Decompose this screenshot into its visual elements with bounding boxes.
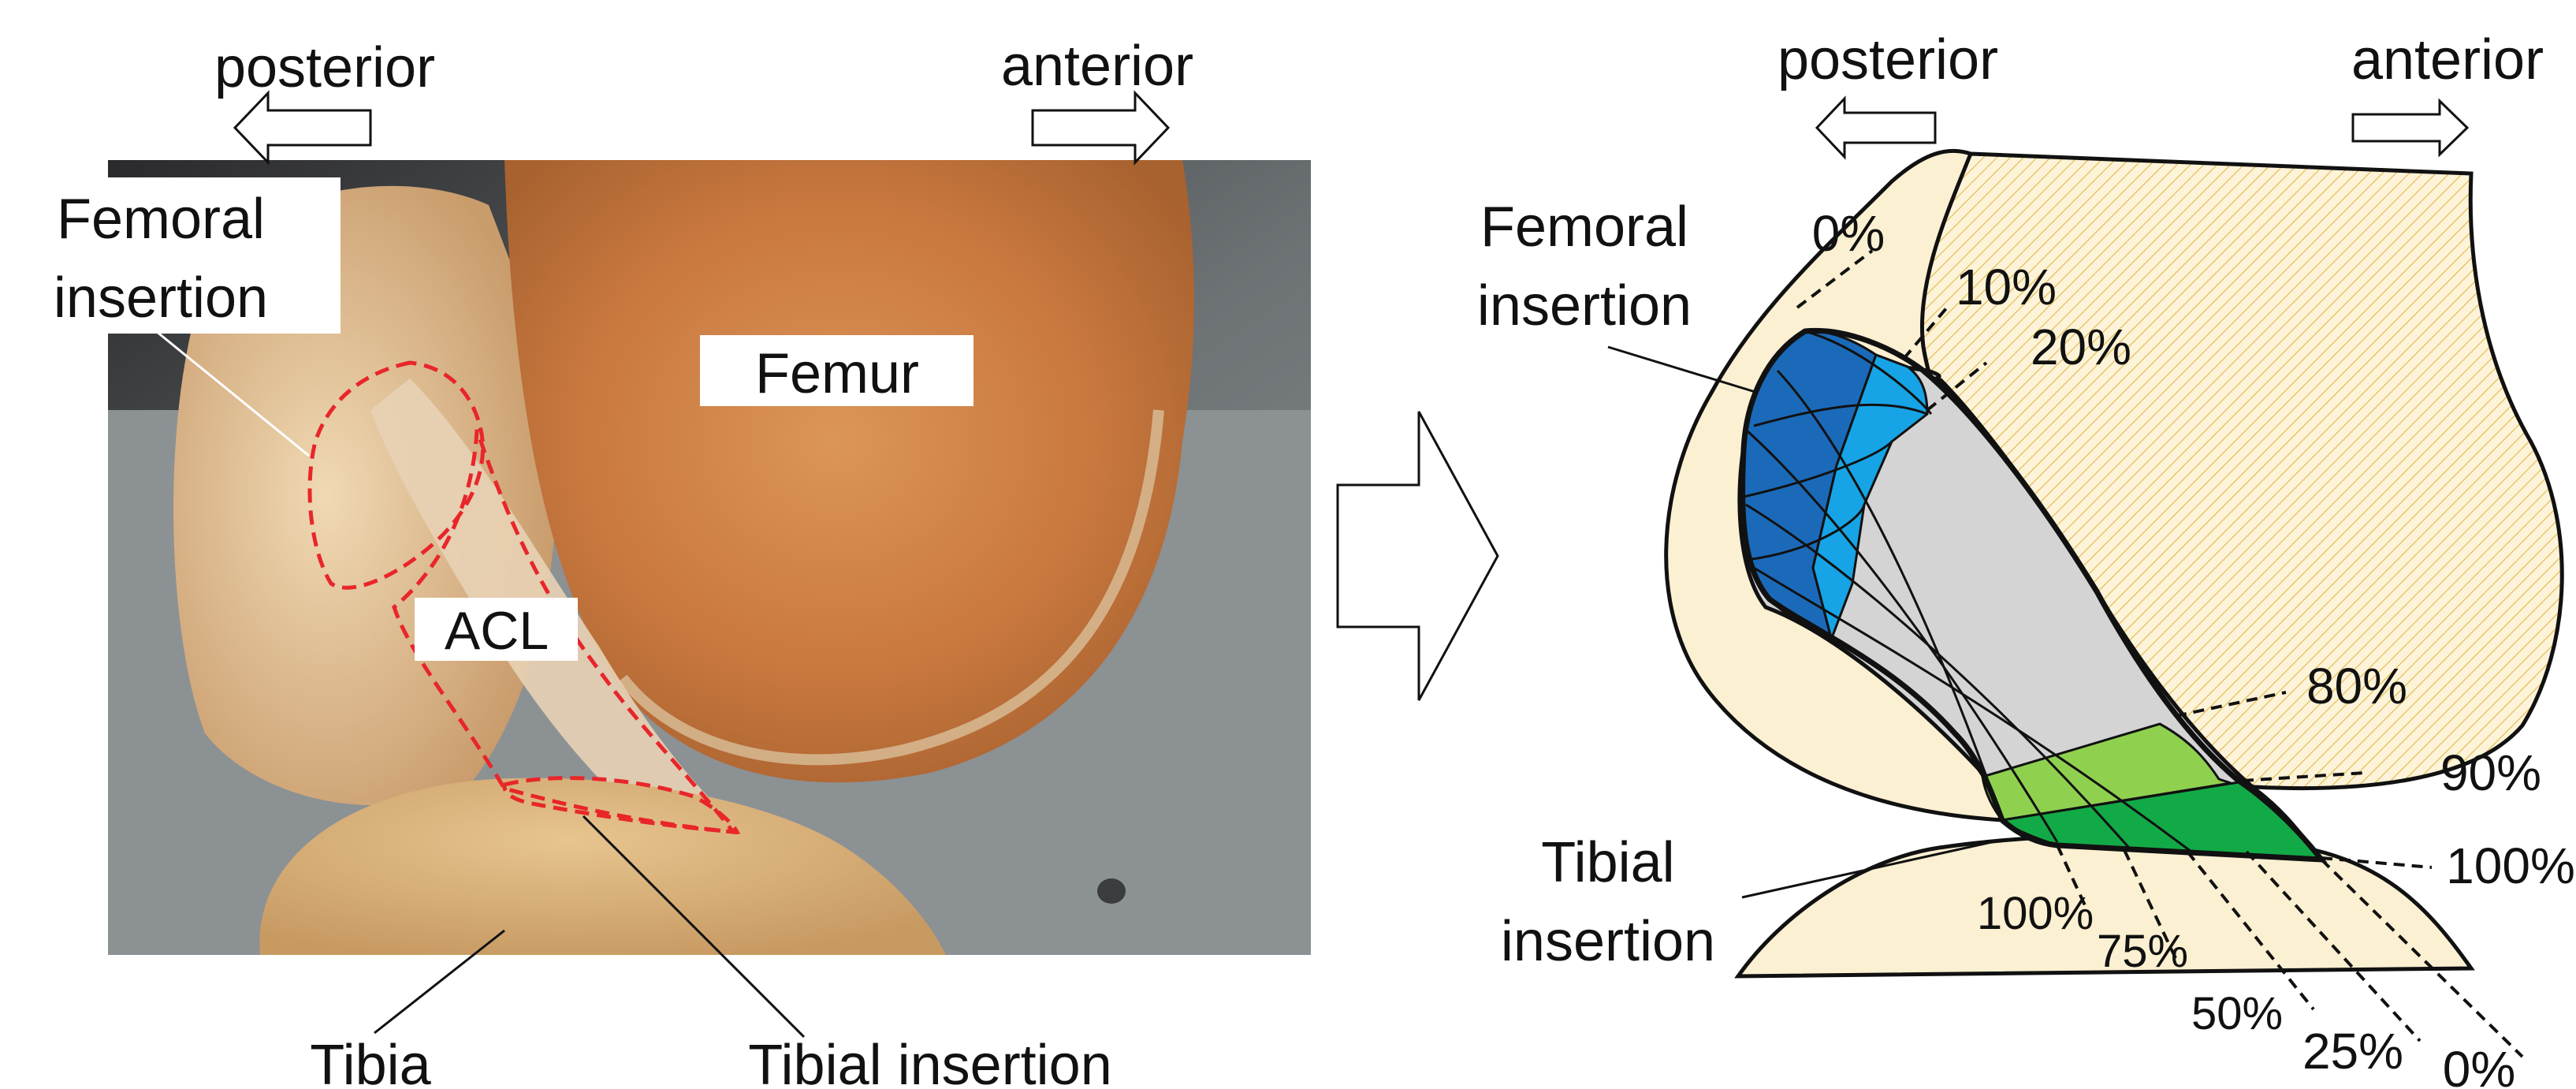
schematic-anterior-arrow-icon: [2353, 101, 2467, 155]
schematic-panel: posterior anterior Femoral insertion Tib…: [1477, 28, 2575, 1089]
photo-femur-label: Femur: [755, 342, 919, 405]
photo-anterior-label: anterior: [1001, 35, 1193, 98]
posterior-arrow-icon: [235, 93, 370, 162]
femoral-percent-10: 10%: [1956, 259, 2057, 315]
photo-femoral-label-2: insertion: [54, 267, 268, 330]
femoral-percent-100: 100%: [2446, 837, 2575, 894]
schematic-femoral-label-2: insertion: [1477, 274, 1692, 338]
photo-acl-label: ACL: [445, 601, 549, 661]
schematic-tibial-label-2: insertion: [1501, 910, 1715, 973]
anterior-arrow-icon: [1033, 93, 1168, 162]
femoral-percent-80: 80%: [2306, 658, 2407, 714]
schematic-posterior-arrow-icon: [1817, 99, 1935, 157]
femoral-percent-20: 20%: [2031, 319, 2131, 375]
photo-tibia-label: Tibia: [310, 1034, 431, 1089]
photo-femoral-label-1: Femoral: [57, 188, 265, 251]
transition-arrow-icon: [1338, 412, 1498, 700]
schematic-anterior-label: anterior: [2351, 28, 2544, 91]
photo-tibial-insertion-label: Tibial insertion: [748, 1034, 1112, 1089]
schematic-femoral-label-1: Femoral: [1480, 196, 1688, 259]
tibial-percent-25: 25%: [2302, 1023, 2403, 1080]
tibial-percent-0: 0%: [2443, 1041, 2516, 1089]
femoral-percent-90: 90%: [2440, 744, 2541, 801]
photo-panel: posterior anterior Femoral insertion Fem…: [24, 35, 1311, 1089]
tibial-percent-75: 75%: [2097, 926, 2188, 977]
schematic-tibial-label-1: Tibial: [1541, 831, 1674, 894]
schematic-posterior-label: posterior: [1778, 28, 1998, 91]
photo-dark-spot: [1097, 878, 1126, 904]
photo-posterior-label: posterior: [214, 36, 435, 99]
tibial-percent-100: 100%: [1977, 888, 2094, 939]
tibial-percent-50: 50%: [2191, 988, 2283, 1039]
femoral-percent-0: 0%: [1812, 205, 1885, 262]
